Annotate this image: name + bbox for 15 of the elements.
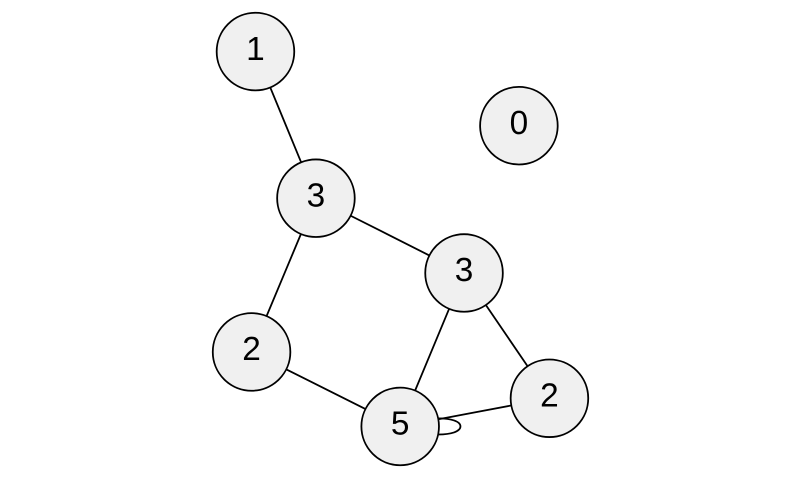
node-circle: 2 [211, 312, 291, 392]
connector [286, 368, 365, 410]
node-circle: 2 [509, 358, 589, 438]
connector [484, 304, 528, 367]
node-circle: 5 [360, 386, 440, 466]
node-circle: 3 [276, 158, 356, 238]
node-circle: 3 [424, 233, 504, 313]
connector [414, 308, 450, 390]
connector [350, 214, 429, 256]
node-circle: 0 [478, 86, 558, 166]
connector [438, 417, 461, 436]
node-circle: 1 [215, 12, 295, 92]
connector [268, 87, 302, 163]
connector [265, 234, 302, 316]
connector [438, 404, 511, 420]
